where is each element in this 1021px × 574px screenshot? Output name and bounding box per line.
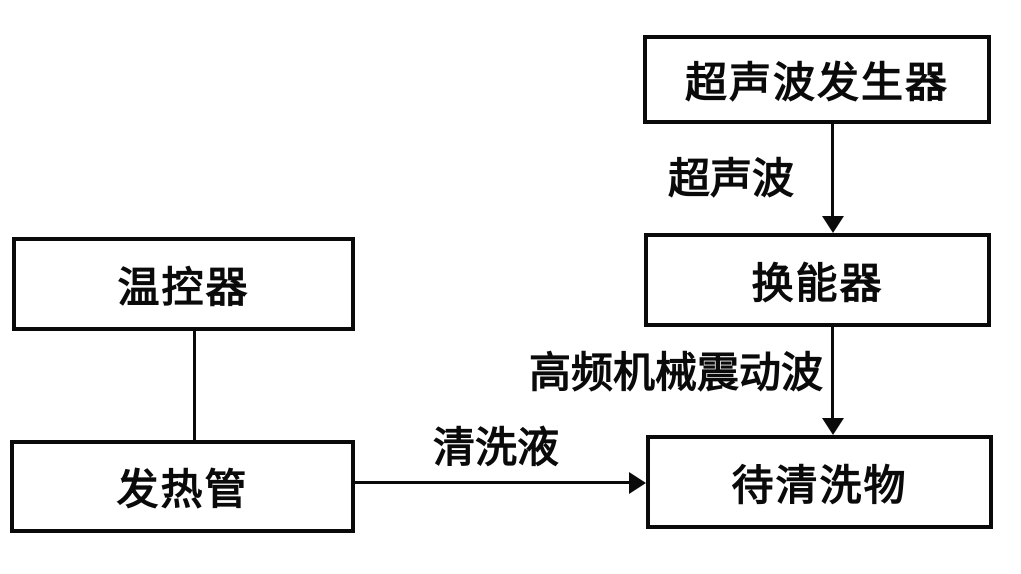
edge-label-cleaning-liquid: 清洗液 [433,424,560,471]
edge-label-high-frequency-vibration-wave: 高频机械震动波 [529,349,824,396]
node-heating-tube: 发热管 [10,440,355,533]
node-transducer: 换能器 [644,233,991,327]
node-thermostat: 温控器 [12,237,355,331]
edge-generator-transducer-line [831,122,834,220]
edge-heater-target-line [353,481,633,484]
arrowhead-right-icon [629,472,646,494]
edge-label-ultrasonic-wave: 超声波 [668,155,795,202]
edge-transducer-target-line [831,325,834,422]
arrowhead-down-icon [822,216,844,233]
node-ultrasonic-generator: 超声波发生器 [643,35,991,124]
edge-thermostat-heater-line [193,329,196,442]
arrowhead-down-icon [822,418,844,435]
node-object-to-clean: 待清洗物 [646,435,993,529]
